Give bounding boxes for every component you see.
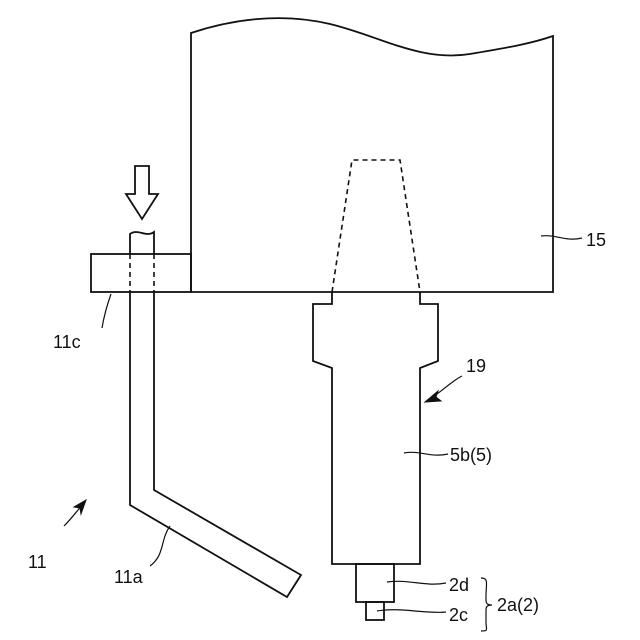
label-2c: 2c [449,605,468,625]
brace-2a [481,578,492,631]
hidden-shank-outline [332,160,420,292]
label-2a: 2a(2) [497,595,539,615]
label-11c: 11c [53,332,81,352]
component-19-holder [313,292,438,564]
label-2d: 2d [449,575,469,595]
leader-11a [150,526,170,566]
leader-2d [387,581,446,584]
component-11c-block [91,254,191,292]
leader-11c [102,294,111,328]
label-11a: 11a [114,567,144,587]
rod-top-stub [130,232,154,254]
leader-5b [404,452,448,455]
component-11a-rod [130,292,301,597]
label-11: 11 [28,552,47,572]
leader-2c [377,610,446,613]
label-19: 19 [466,356,486,376]
component-15-body [191,18,553,292]
component-2d [356,564,394,602]
leader-15 [541,236,582,239]
down-arrow-icon [126,166,158,219]
label-5b: 5b(5) [450,445,492,465]
label-15: 15 [586,230,606,250]
